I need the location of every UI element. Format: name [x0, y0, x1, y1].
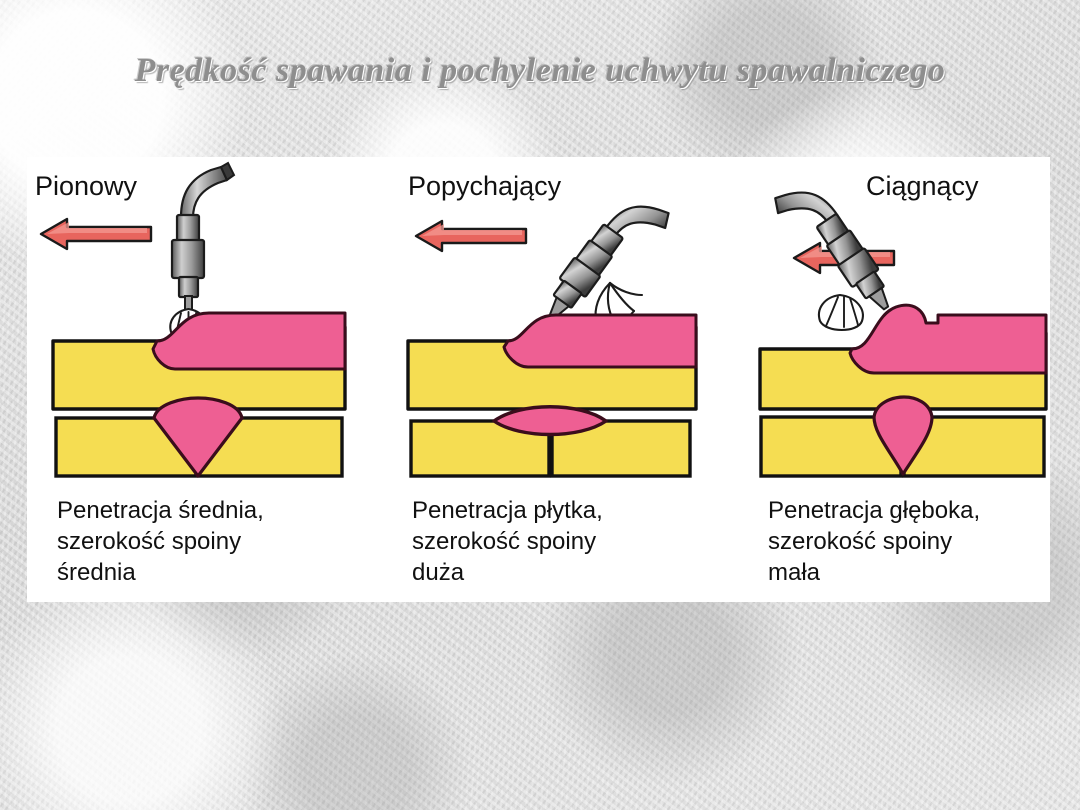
welding-torch-dragging	[754, 163, 934, 343]
mode-label-popychajacy: Popychający	[408, 171, 562, 201]
travel-arrow-pionowy	[37, 213, 157, 255]
panel-ciagnacy: Ciągnący	[742, 157, 1050, 602]
weld-cross-section-popychajacy	[408, 395, 694, 481]
weld-cross-section-pionowy	[53, 395, 345, 481]
caption-pionowy: Penetracja średnia, szerokość spoiny śre…	[57, 497, 264, 586]
mode-label-ciagnacy: Ciągnący	[866, 171, 979, 201]
weld-side-view-ciagnacy	[756, 297, 1050, 413]
panel-popychajacy: Popychający	[382, 157, 712, 602]
travel-arrow-popychajacy	[412, 215, 532, 257]
caption-ciagnacy: Penetracja głęboka, szerokość spoiny mał…	[768, 497, 981, 586]
weld-side-view-popychajacy	[404, 297, 700, 413]
panel-pionowy: Pionowy	[27, 157, 367, 602]
figure-panel: Pionowy	[27, 157, 1050, 602]
weld-cross-section-ciagnacy	[758, 395, 1048, 481]
mode-label-pionowy: Pionowy	[35, 171, 138, 201]
caption-popychajacy: Penetracja płytka, szerokość spoiny duża	[412, 497, 603, 586]
welding-torch-pushing	[510, 175, 680, 353]
weld-side-view-pionowy	[49, 297, 349, 413]
page-title: Prędkość spawania i pochylenie uchwytu s…	[134, 52, 946, 89]
